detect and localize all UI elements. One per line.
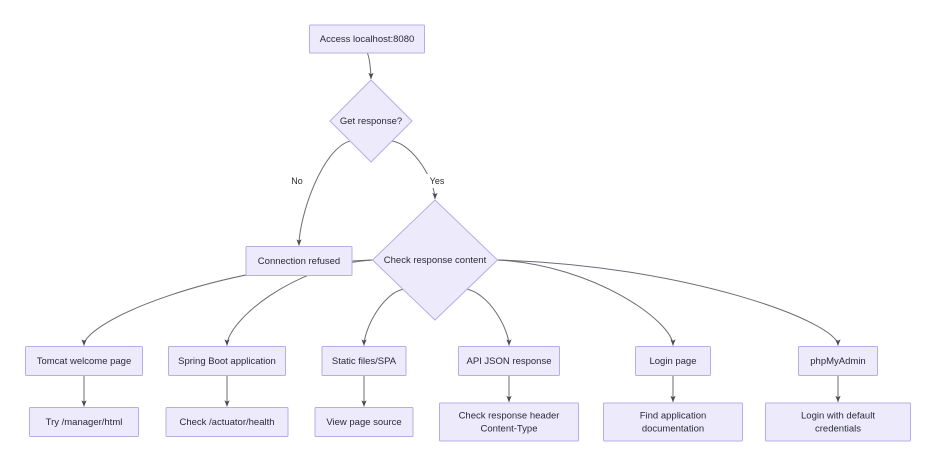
edge-getresp-to-refused: [296, 140, 352, 246]
node-label: phpMyAdmin: [810, 356, 865, 367]
node-label: Spring Boot application: [178, 356, 276, 367]
node-loginpage[interactable]: Login page: [635, 346, 711, 376]
node-label: View page source: [326, 417, 401, 428]
node-shape-diamond: [371, 199, 499, 321]
edge-label-yes: Yes: [425, 174, 449, 188]
node-label: Check response content: [384, 255, 487, 266]
node-label: Tomcat welcome page: [37, 356, 132, 367]
edge-label-background: [425, 174, 449, 188]
node-shape-rect: [309, 24, 425, 54]
node-manager[interactable]: Try /manager/html: [29, 407, 139, 437]
node-springboot[interactable]: Spring Boot application: [168, 346, 286, 376]
node-label: Try /manager/html: [46, 417, 123, 428]
node-shape-rect: [165, 407, 289, 437]
node-refused[interactable]: Connection refused: [245, 246, 353, 276]
node-actuator[interactable]: Check /actuator/health: [165, 407, 289, 437]
edge-start-to-getresp: [366, 52, 374, 80]
edge-getresp-to-checkcontent: [390, 140, 438, 200]
node-getresp[interactable]: Get response?: [329, 79, 413, 163]
node-checkcontent[interactable]: Check response content: [371, 199, 499, 321]
node-shape-rect: [29, 407, 139, 437]
node-shape-rect: [635, 346, 711, 376]
edge-checkcontent-to-staticfiles: [361, 288, 406, 346]
node-shape-rect: [765, 402, 911, 442]
edge-labels-layer: No Yes: [288, 174, 449, 188]
node-tomcat[interactable]: Tomcat welcome page: [25, 346, 143, 376]
node-shape-rect: [314, 407, 414, 437]
node-shape-diamond: [329, 79, 413, 163]
edge-checkcontent-to-phpmyadmin: [497, 259, 841, 346]
node-shape-rect: [603, 402, 743, 442]
node-label: Access localhost:8080: [320, 34, 415, 45]
node-start[interactable]: Access localhost:8080: [309, 24, 425, 54]
node-shape-rect: [168, 346, 286, 376]
node-label: Connection refused: [258, 256, 340, 267]
edge-label-no: No: [288, 174, 306, 188]
node-shape-rect: [245, 246, 353, 276]
node-label: Check /actuator/health: [179, 417, 274, 428]
node-staticfiles[interactable]: Static files/SPA: [321, 346, 407, 376]
node-pagesource[interactable]: View page source: [314, 407, 414, 437]
edge-label-text: Yes: [430, 176, 445, 186]
node-label: Static files/SPA: [332, 356, 397, 367]
node-shape-rect: [25, 346, 143, 376]
node-shape-rect: [458, 346, 560, 376]
edge-checkcontent-to-loginpage: [497, 259, 676, 346]
edge-label-text: No: [291, 176, 303, 186]
edge-label-background: [288, 174, 306, 188]
node-shape-rect: [798, 346, 878, 376]
node-shape-rect: [439, 402, 579, 442]
node-label: Get response?: [340, 116, 402, 127]
node-label: Login page: [649, 356, 696, 367]
node-label: API JSON response: [466, 356, 551, 367]
node-phpmyadmin[interactable]: phpMyAdmin: [798, 346, 878, 376]
edge-checkcontent-to-apijson: [464, 288, 512, 346]
node-apijson[interactable]: API JSON response: [458, 346, 560, 376]
node-shape-rect: [321, 346, 407, 376]
